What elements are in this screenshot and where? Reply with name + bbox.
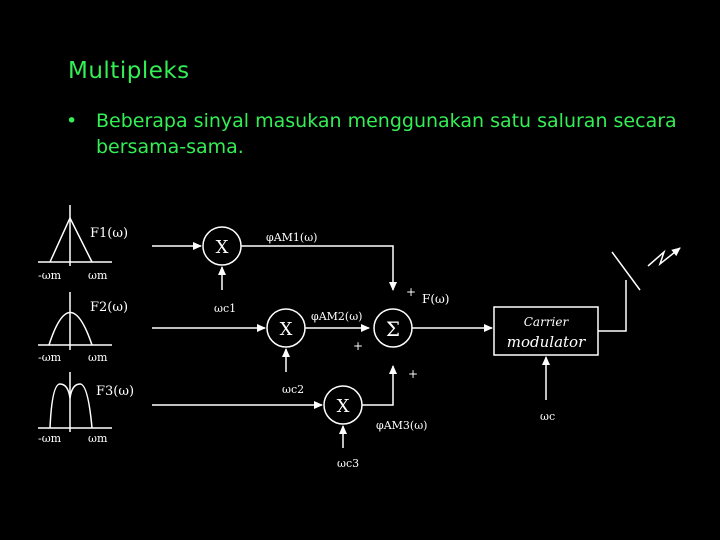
spectrum-1-neg-tick: -ωm [38, 269, 62, 282]
multiplier-3-symbol: X [337, 396, 350, 417]
modulator-line1: Carrier [524, 315, 570, 329]
antenna-icon [598, 247, 681, 332]
output-2-label: φAM2(ω) [311, 310, 362, 323]
summer-plus-left: + [353, 339, 363, 353]
modulator-carrier-label: ωc [540, 410, 555, 423]
summer-output-label: F(ω) [422, 292, 449, 306]
multiplier-2-symbol: X [280, 319, 293, 340]
carrier-1-label: ωc1 [214, 302, 236, 315]
summer-plus-bottom: + [408, 367, 418, 381]
summer-plus-top: + [406, 285, 416, 299]
spectrum-1 [38, 205, 112, 266]
spectrum-1-pos-tick: ωm [88, 269, 108, 282]
bullet-symbol: • [66, 110, 78, 132]
spectrum-2-neg-tick: -ωm [38, 351, 62, 364]
diagram-panel [30, 198, 690, 470]
multiplier-1-output-path [241, 245, 397, 291]
spectrum-3-label: F3(ω) [96, 384, 134, 399]
spectrum-3-pos-tick: ωm [88, 432, 108, 445]
slide-title: Multipleks [68, 58, 190, 84]
summer-symbol: Σ [386, 317, 400, 341]
spectrum-2-pos-tick: ωm [88, 351, 108, 364]
bullet-text: Beberapa sinyal masukan menggunakan satu… [96, 110, 677, 158]
carrier-2-label: ωc2 [282, 383, 304, 396]
spectrum-1-label: F1(ω) [90, 226, 128, 241]
modulator-line2: modulator [507, 333, 586, 351]
spectrum-2-label: F2(ω) [90, 300, 128, 315]
spectrum-3 [38, 372, 112, 432]
output-1-label: φAM1(ω) [266, 231, 317, 244]
output-3-label: φAM3(ω) [376, 419, 427, 432]
carrier-3-label: ωc3 [337, 457, 359, 470]
spectrum-3-neg-tick: -ωm [38, 432, 62, 445]
multiplier-3-output-path [362, 365, 397, 406]
spectrum-2 [38, 292, 112, 350]
multiplier-1-symbol: X [216, 237, 229, 258]
